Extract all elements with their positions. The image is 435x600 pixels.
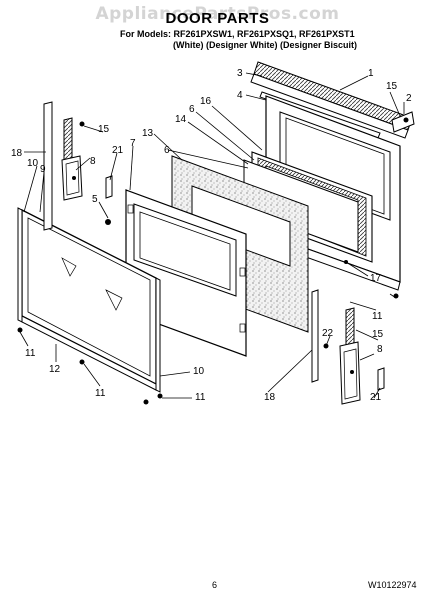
hinge-right-part (339, 307, 361, 405)
document-number: W10122974 (368, 580, 417, 590)
callout-13: 13 (142, 128, 154, 139)
callout-11: 11 (195, 392, 206, 403)
callout-11: 11 (372, 311, 383, 322)
callout-21: 21 (112, 145, 124, 156)
callout-labels: 1 15 2 3 4 16 6 14 6 13 7 21 15 8 18 10 … (11, 68, 412, 403)
leader-lines (19, 72, 405, 399)
callout-2: 2 (406, 93, 412, 104)
page-number: 6 (212, 580, 218, 590)
callout-22: 22 (322, 328, 334, 339)
callout-10: 10 (193, 366, 205, 377)
callout-21: 21 (370, 392, 382, 403)
callout-15: 15 (98, 124, 110, 135)
model-list: For Models: RF261PXSW1, RF261PXSQ1, RF26… (120, 29, 357, 51)
callout-11: 11 (95, 388, 106, 399)
callout-4: 4 (237, 90, 243, 101)
callout-8: 8 (377, 344, 383, 355)
callout-12: 12 (49, 364, 61, 375)
spacer-left-part (105, 175, 113, 199)
model-list-line: For Models: RF261PXSW1, RF261PXSQ1, RF26… (120, 29, 355, 39)
page-title: DOOR PARTS (165, 10, 270, 27)
callout-5: 5 (92, 194, 98, 205)
side-trim-part (17, 207, 161, 393)
callout-15: 15 (386, 81, 398, 92)
callout-6: 6 (189, 104, 195, 115)
callout-15: 15 (372, 329, 384, 340)
vent-trim-part (250, 61, 413, 139)
callout-3: 3 (237, 68, 243, 79)
callout-17: 17 (370, 273, 382, 284)
callout-7: 7 (130, 138, 136, 149)
callout-1: 1 (368, 68, 374, 79)
callout-10: 10 (27, 158, 39, 169)
spacer-right-part (377, 367, 385, 391)
callout-6: 6 (164, 145, 170, 156)
callout-8: 8 (90, 156, 96, 167)
watermark: AppliancePartsPros.com (95, 4, 340, 24)
hinge-rod-left-part (43, 101, 53, 231)
hinge-left-part (61, 117, 83, 201)
callout-9: 9 (40, 164, 46, 175)
hinge-rod-right-part (311, 289, 319, 383)
bracket-part (391, 111, 415, 133)
callout-18: 18 (11, 148, 23, 159)
model-variant-line: (White) (Designer White) (Designer Biscu… (173, 40, 358, 50)
callout-14: 14 (175, 114, 187, 125)
callout-18: 18 (264, 392, 276, 403)
callout-16: 16 (200, 96, 212, 107)
screw-parts (17, 121, 399, 405)
callout-11: 11 (25, 348, 36, 359)
